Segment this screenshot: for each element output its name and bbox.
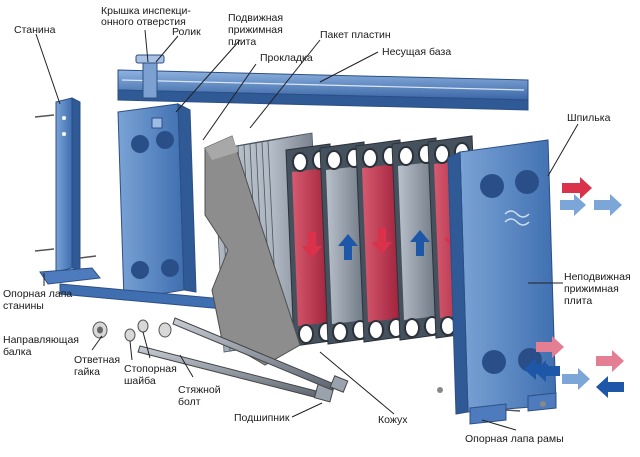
plate-port	[368, 320, 384, 340]
label-podshipnik: Подшипник	[234, 412, 290, 424]
label-balka-1: Направляющая	[3, 334, 79, 346]
label-shaiba-2: шайба	[124, 375, 156, 387]
label-baza: Несущая база	[382, 46, 452, 58]
label-kryshka-1: Крышка инспекци-	[101, 5, 191, 17]
label-shpilka: Шпилька	[567, 112, 611, 124]
cover-sheet	[204, 135, 301, 366]
label-rolik: Ролик	[172, 26, 201, 38]
label-prokladka: Прокладка	[260, 52, 313, 64]
label-kryshka-2: онного отверстия	[101, 16, 186, 28]
leader-lines	[35, 29, 579, 431]
frame-post	[39, 97, 101, 285]
plate-port	[404, 318, 420, 338]
plate-port	[326, 150, 342, 170]
flow-direction-arrow	[338, 234, 358, 260]
plate-port	[332, 322, 348, 342]
fixed-pressure-plate	[447, 139, 557, 425]
label-shaiba-1: Стопорная	[124, 363, 177, 375]
flow-direction-arrow	[372, 228, 392, 254]
label-gaika-1: Ответная	[74, 354, 121, 366]
label-paket: Пакет пластин	[320, 29, 391, 41]
label-bolt-2: болт	[178, 396, 201, 408]
label-balka-2: балка	[3, 346, 32, 358]
flow-direction-arrow	[410, 230, 430, 256]
plate-port	[298, 324, 314, 344]
label-podv-3: плита	[228, 36, 257, 48]
label-kozhukh: Кожух	[378, 414, 408, 426]
movable-pressure-plate	[117, 103, 197, 301]
plate-port	[362, 148, 378, 168]
flow-direction-arrow	[302, 232, 322, 258]
plate-port	[434, 144, 450, 164]
post-bolts	[34, 114, 97, 259]
carrying-bar	[117, 69, 529, 111]
label-lapa-ramy: Опорная лапа рамы	[465, 433, 564, 445]
label-gaika-2: гайка	[74, 366, 100, 378]
tie-bolts	[137, 317, 546, 412]
label-nepodv-3: плита	[564, 295, 593, 307]
label-podv-1: Подвижная	[228, 12, 284, 24]
label-nepodv-1: Неподвижная	[564, 271, 631, 283]
plate-port	[292, 152, 308, 172]
label-bolt-1: Стяжной	[178, 384, 221, 396]
label-podv-2: прижимная	[228, 24, 283, 36]
nuts-washers	[92, 319, 172, 342]
label-lapa-stanina-1: Опорная лапа	[3, 288, 73, 300]
label-nepodv-2: прижимная	[564, 283, 619, 295]
label-stanina: Станина	[14, 24, 56, 36]
plate-port	[398, 146, 414, 166]
label-lapa-stanina-2: станины	[3, 300, 44, 312]
flow-arrows	[524, 177, 624, 398]
